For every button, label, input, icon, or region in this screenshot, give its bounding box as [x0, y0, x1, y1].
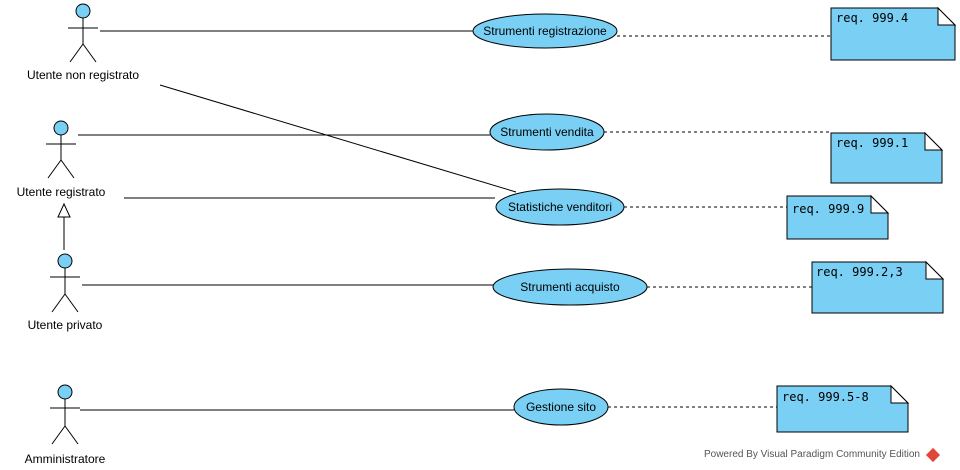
usecase-strumenti-acquisto[interactable]: Strumenti acquisto: [492, 268, 648, 306]
actor-label: Utente privato: [28, 318, 103, 332]
usecase-strumenti-vendita[interactable]: Strumenti vendita: [489, 113, 605, 151]
usecase-label: Statistiche venditori: [508, 200, 612, 214]
actor-head-icon: [53, 120, 69, 136]
actor-label: Amministratore: [25, 452, 106, 466]
actor-head-icon: [75, 3, 91, 19]
actor-label: Utente non registrato: [27, 68, 139, 82]
note-text: req. 999.1: [836, 136, 908, 150]
footer-watermark: Powered By Visual Paradigm Community Edi…: [703, 447, 941, 462]
actor-utente-registrato[interactable]: Utente registrato: [17, 120, 106, 199]
generalization-arrow-icon: [57, 202, 71, 218]
note-req-999-4[interactable]: req. 999.4: [830, 6, 957, 61]
actor-utente-privato[interactable]: Utente privato: [28, 253, 103, 332]
actor-head-icon: [57, 253, 73, 269]
note-req-999-9[interactable]: req. 999.9: [786, 194, 890, 240]
note-text: req. 999.4: [836, 11, 908, 25]
usecase-label: Strumenti vendita: [500, 125, 594, 139]
note-req-999-1[interactable]: req. 999.1: [830, 131, 944, 184]
footer-text: Powered By Visual Paradigm Community Edi…: [703, 449, 920, 460]
usecase-gestione-sito[interactable]: Gestione sito: [513, 388, 609, 426]
note-text: req. 999.2,3: [816, 265, 903, 279]
usecase-label: Strumenti registrazione: [483, 24, 607, 38]
note-text: req. 999.5-8: [782, 390, 869, 404]
usecase-statistiche-venditori[interactable]: Statistiche venditori: [495, 188, 625, 226]
actor-amministratore[interactable]: Amministratore: [25, 384, 106, 466]
note-text: req. 999.9: [792, 202, 864, 216]
actor-utente-non-registrato[interactable]: Utente non registrato: [27, 3, 139, 82]
usecase-label: Strumenti acquisto: [520, 280, 620, 294]
visual-paradigm-logo-icon: [925, 447, 941, 462]
note-req-999-2-3[interactable]: req. 999.2,3: [811, 260, 945, 314]
assoc-a1-u3: [159, 84, 517, 193]
actor-head-icon: [57, 384, 73, 400]
note-req-999-5-8[interactable]: req. 999.5-8: [776, 384, 910, 433]
usecase-label: Gestione sito: [526, 400, 596, 414]
actor-label: Utente registrato: [17, 185, 106, 199]
usecase-strumenti-registrazione[interactable]: Strumenti registrazione: [472, 13, 618, 49]
